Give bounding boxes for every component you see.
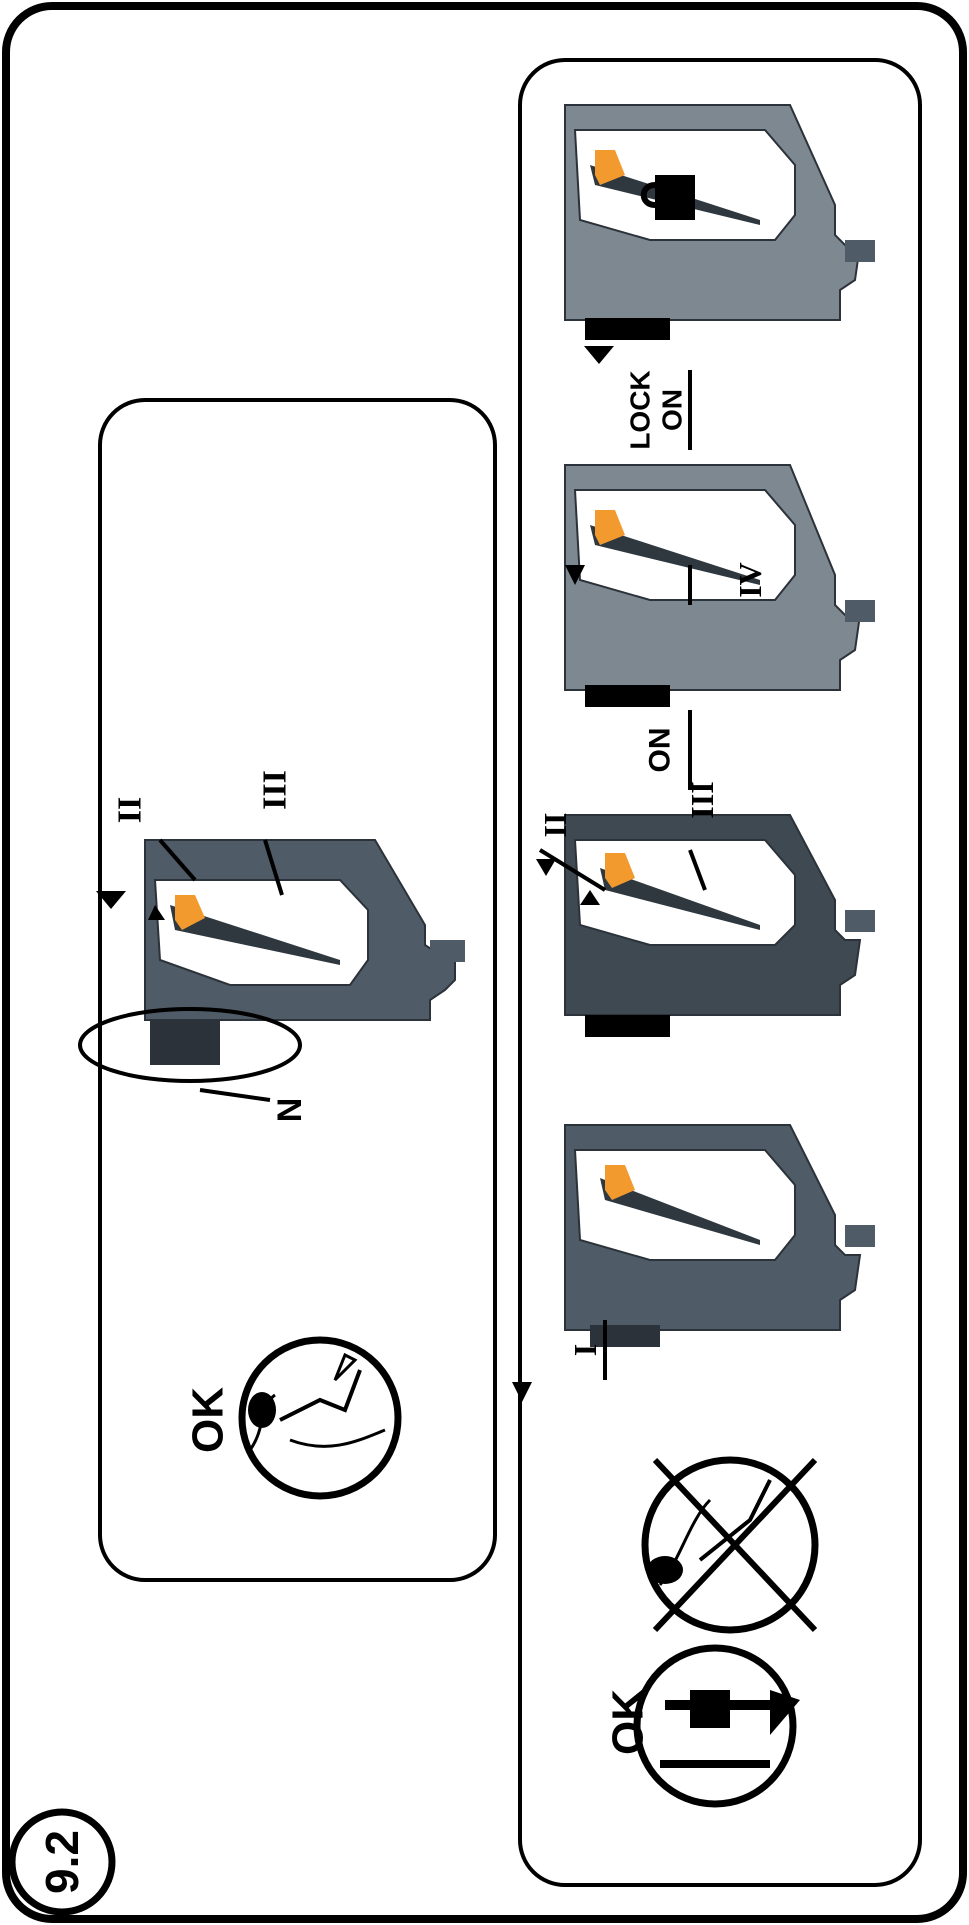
- label-step-4-lock: LOCK: [625, 370, 656, 449]
- label-step-1-i: I: [567, 1344, 603, 1356]
- tool-step-1: [564, 1124, 875, 1347]
- label-step-4-on: ON: [657, 389, 688, 431]
- label-n: N: [271, 1098, 309, 1123]
- trigger-orange: [175, 895, 205, 930]
- upper-panel: [98, 398, 497, 1582]
- tool-step-4: [564, 104, 875, 340]
- tool-step-3: [564, 464, 875, 707]
- ok-user-icon: [238, 1336, 402, 1500]
- arrow-step-2-ii: [536, 859, 556, 876]
- arrow-upper-trigger: [148, 905, 165, 920]
- arrow-lower-panel: [512, 1382, 532, 1402]
- n-highlight-ellipse: [78, 1007, 302, 1083]
- arrow-upper-ii: [96, 891, 126, 909]
- label-step-3-iv: IV: [732, 562, 768, 598]
- lower-panel: [518, 58, 922, 1887]
- ok-label-upper: OK: [184, 1387, 233, 1453]
- label-iii: III: [257, 770, 294, 810]
- prohibited-user-icon: [641, 1456, 819, 1634]
- ok-tool-icon: [633, 1644, 800, 1808]
- arrow-step-3: [565, 565, 585, 585]
- section-badge: 9.2: [8, 1808, 116, 1916]
- label-step-2-ii: II: [537, 813, 573, 838]
- label-ii: II: [112, 797, 149, 823]
- arrow-step-4: [584, 346, 614, 364]
- label-step-3-on: ON: [644, 728, 677, 773]
- upper-tool-illustration: [78, 839, 465, 1083]
- padlock-icon: [640, 175, 695, 220]
- tool-step-2: [564, 814, 875, 1037]
- arrow-step-2-trigger: [580, 890, 600, 905]
- section-number: 9.2: [36, 1830, 88, 1894]
- ok-label-lower: OK: [604, 1689, 653, 1755]
